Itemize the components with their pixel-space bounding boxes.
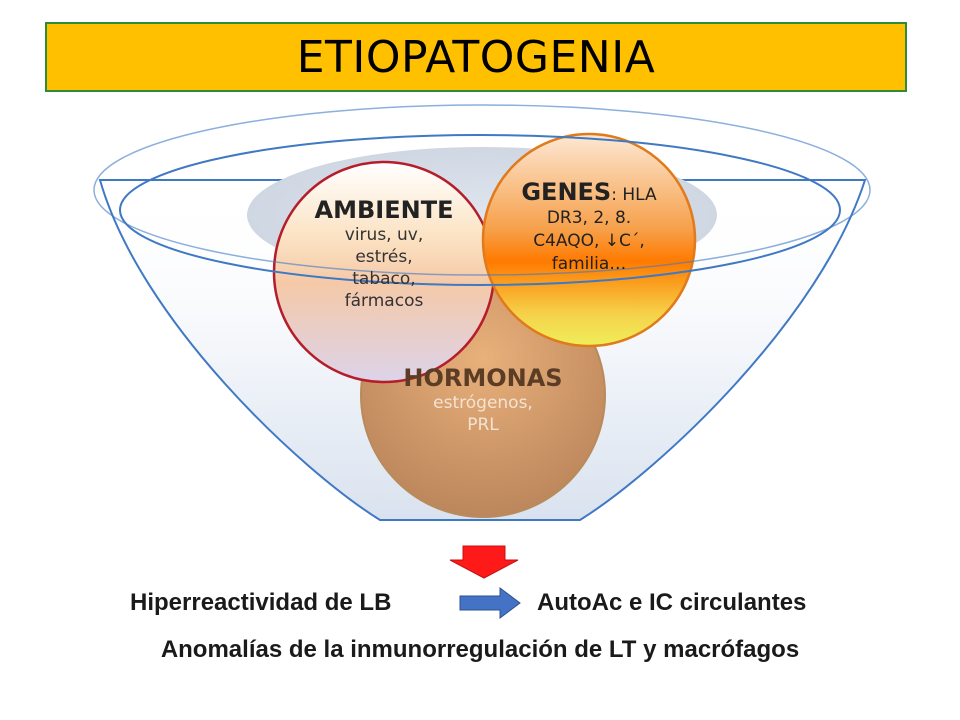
genes-line: DR3, 2, 8. [546,208,632,228]
genes-circle [481,132,697,348]
genes-line: : HLA [611,185,657,205]
right-arrow-icon [459,587,521,619]
hormonas-text: HORMONAS estrógenos, PRL [393,364,573,436]
page-title: ETIOPATOGENIA [296,31,656,83]
genes-line: C4AQO, ↓C´, [533,231,645,251]
ambiente-line: virus, uv, [344,225,424,245]
hormonas-line: PRL [467,415,499,435]
ambiente-text: AMBIENTE virus, uv, estrés, tabaco, fárm… [304,196,464,312]
funnel-rim [119,134,841,286]
outcome-left: Hiperreactividad de LB [130,589,392,616]
ambiente-heading: AMBIENTE [314,196,454,224]
funnel-rim-outer [93,104,871,276]
outcome-right: AutoAc e IC circulantes [537,589,807,616]
ambiente-line: tabaco, [352,269,416,289]
down-arrow-icon [449,545,519,579]
title-banner: ETIOPATOGENIA [45,22,907,92]
outcome-bottom: Anomalías de la inmunorregulación de LT … [160,636,800,663]
genes-text: GENES: HLA DR3, 2, 8. C4AQO, ↓C´, famili… [500,178,678,276]
genes-heading: GENES [521,178,612,206]
genes-line: familia… [551,254,627,274]
ambiente-line: fármacos [344,291,424,311]
ambiente-line: estrés, [355,247,413,267]
hormonas-line: estrógenos, [433,393,533,413]
hormonas-heading: HORMONAS [403,364,563,392]
